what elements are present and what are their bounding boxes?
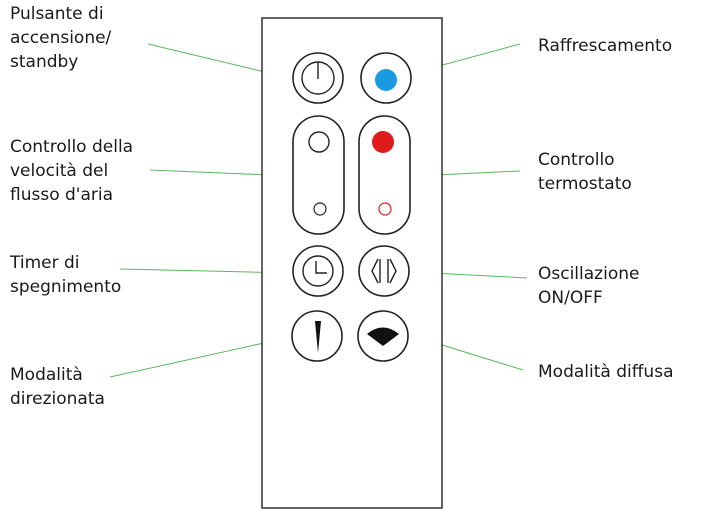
label-line: termostato <box>538 174 632 194</box>
thermostat-control[interactable] <box>358 115 411 235</box>
wide-beam-icon <box>367 327 399 346</box>
label-line: flusso d'aria <box>10 185 114 205</box>
thermostat-dot-icon <box>372 131 394 153</box>
oscillation-arrows-icon <box>371 258 397 284</box>
label-line: Timer di <box>10 253 80 273</box>
diffuse-mode-button[interactable] <box>357 310 409 362</box>
cooling-dot-icon <box>375 69 397 91</box>
label-power-standby: Pulsante di accensione/ standby <box>10 2 111 74</box>
narrow-beam-icon <box>315 321 321 353</box>
label-line: Raffrescamento <box>538 36 673 56</box>
clock-icon <box>302 255 334 287</box>
directional-mode-button[interactable] <box>291 310 343 362</box>
power-button[interactable] <box>292 52 344 104</box>
label-line: Modalità <box>10 365 83 385</box>
label-diffuse-mode: Modalità diffusa <box>538 360 674 384</box>
label-line: standby <box>10 52 79 72</box>
label-line: spegnimento <box>10 277 122 297</box>
cooling-button[interactable] <box>360 52 412 104</box>
speed-small-circle-icon <box>313 202 327 216</box>
airflow-speed-control[interactable] <box>292 115 345 235</box>
label-line: Modalità diffusa <box>538 362 674 382</box>
oscillation-button[interactable] <box>358 245 410 297</box>
label-cooling: Raffrescamento <box>538 34 672 58</box>
power-icon <box>301 61 335 95</box>
timer-button[interactable] <box>292 245 344 297</box>
label-airflow-speed: Controllo della velocità del flusso d'ar… <box>10 135 133 207</box>
label-thermostat: Controllo termostato <box>538 148 632 196</box>
label-directional-mode: Modalità direzionata <box>10 363 105 411</box>
label-line: Pulsante di <box>10 4 104 24</box>
leader-line-directional <box>109 336 292 378</box>
label-sleep-timer: Timer di spegnimento <box>10 251 121 299</box>
label-line: Controllo <box>538 150 615 170</box>
label-oscillation: Oscillazione ON/OFF <box>538 262 639 310</box>
label-line: accensione/ <box>10 28 112 48</box>
label-line: ON/OFF <box>538 288 603 308</box>
label-line: velocità del <box>10 161 109 181</box>
label-line: Controllo della <box>10 137 134 157</box>
thermostat-small-ring-icon <box>378 202 392 216</box>
label-line: Oscillazione <box>538 264 640 284</box>
speed-circle-icon <box>308 131 330 153</box>
remote-body <box>261 17 443 509</box>
label-line: direzionata <box>10 389 105 409</box>
